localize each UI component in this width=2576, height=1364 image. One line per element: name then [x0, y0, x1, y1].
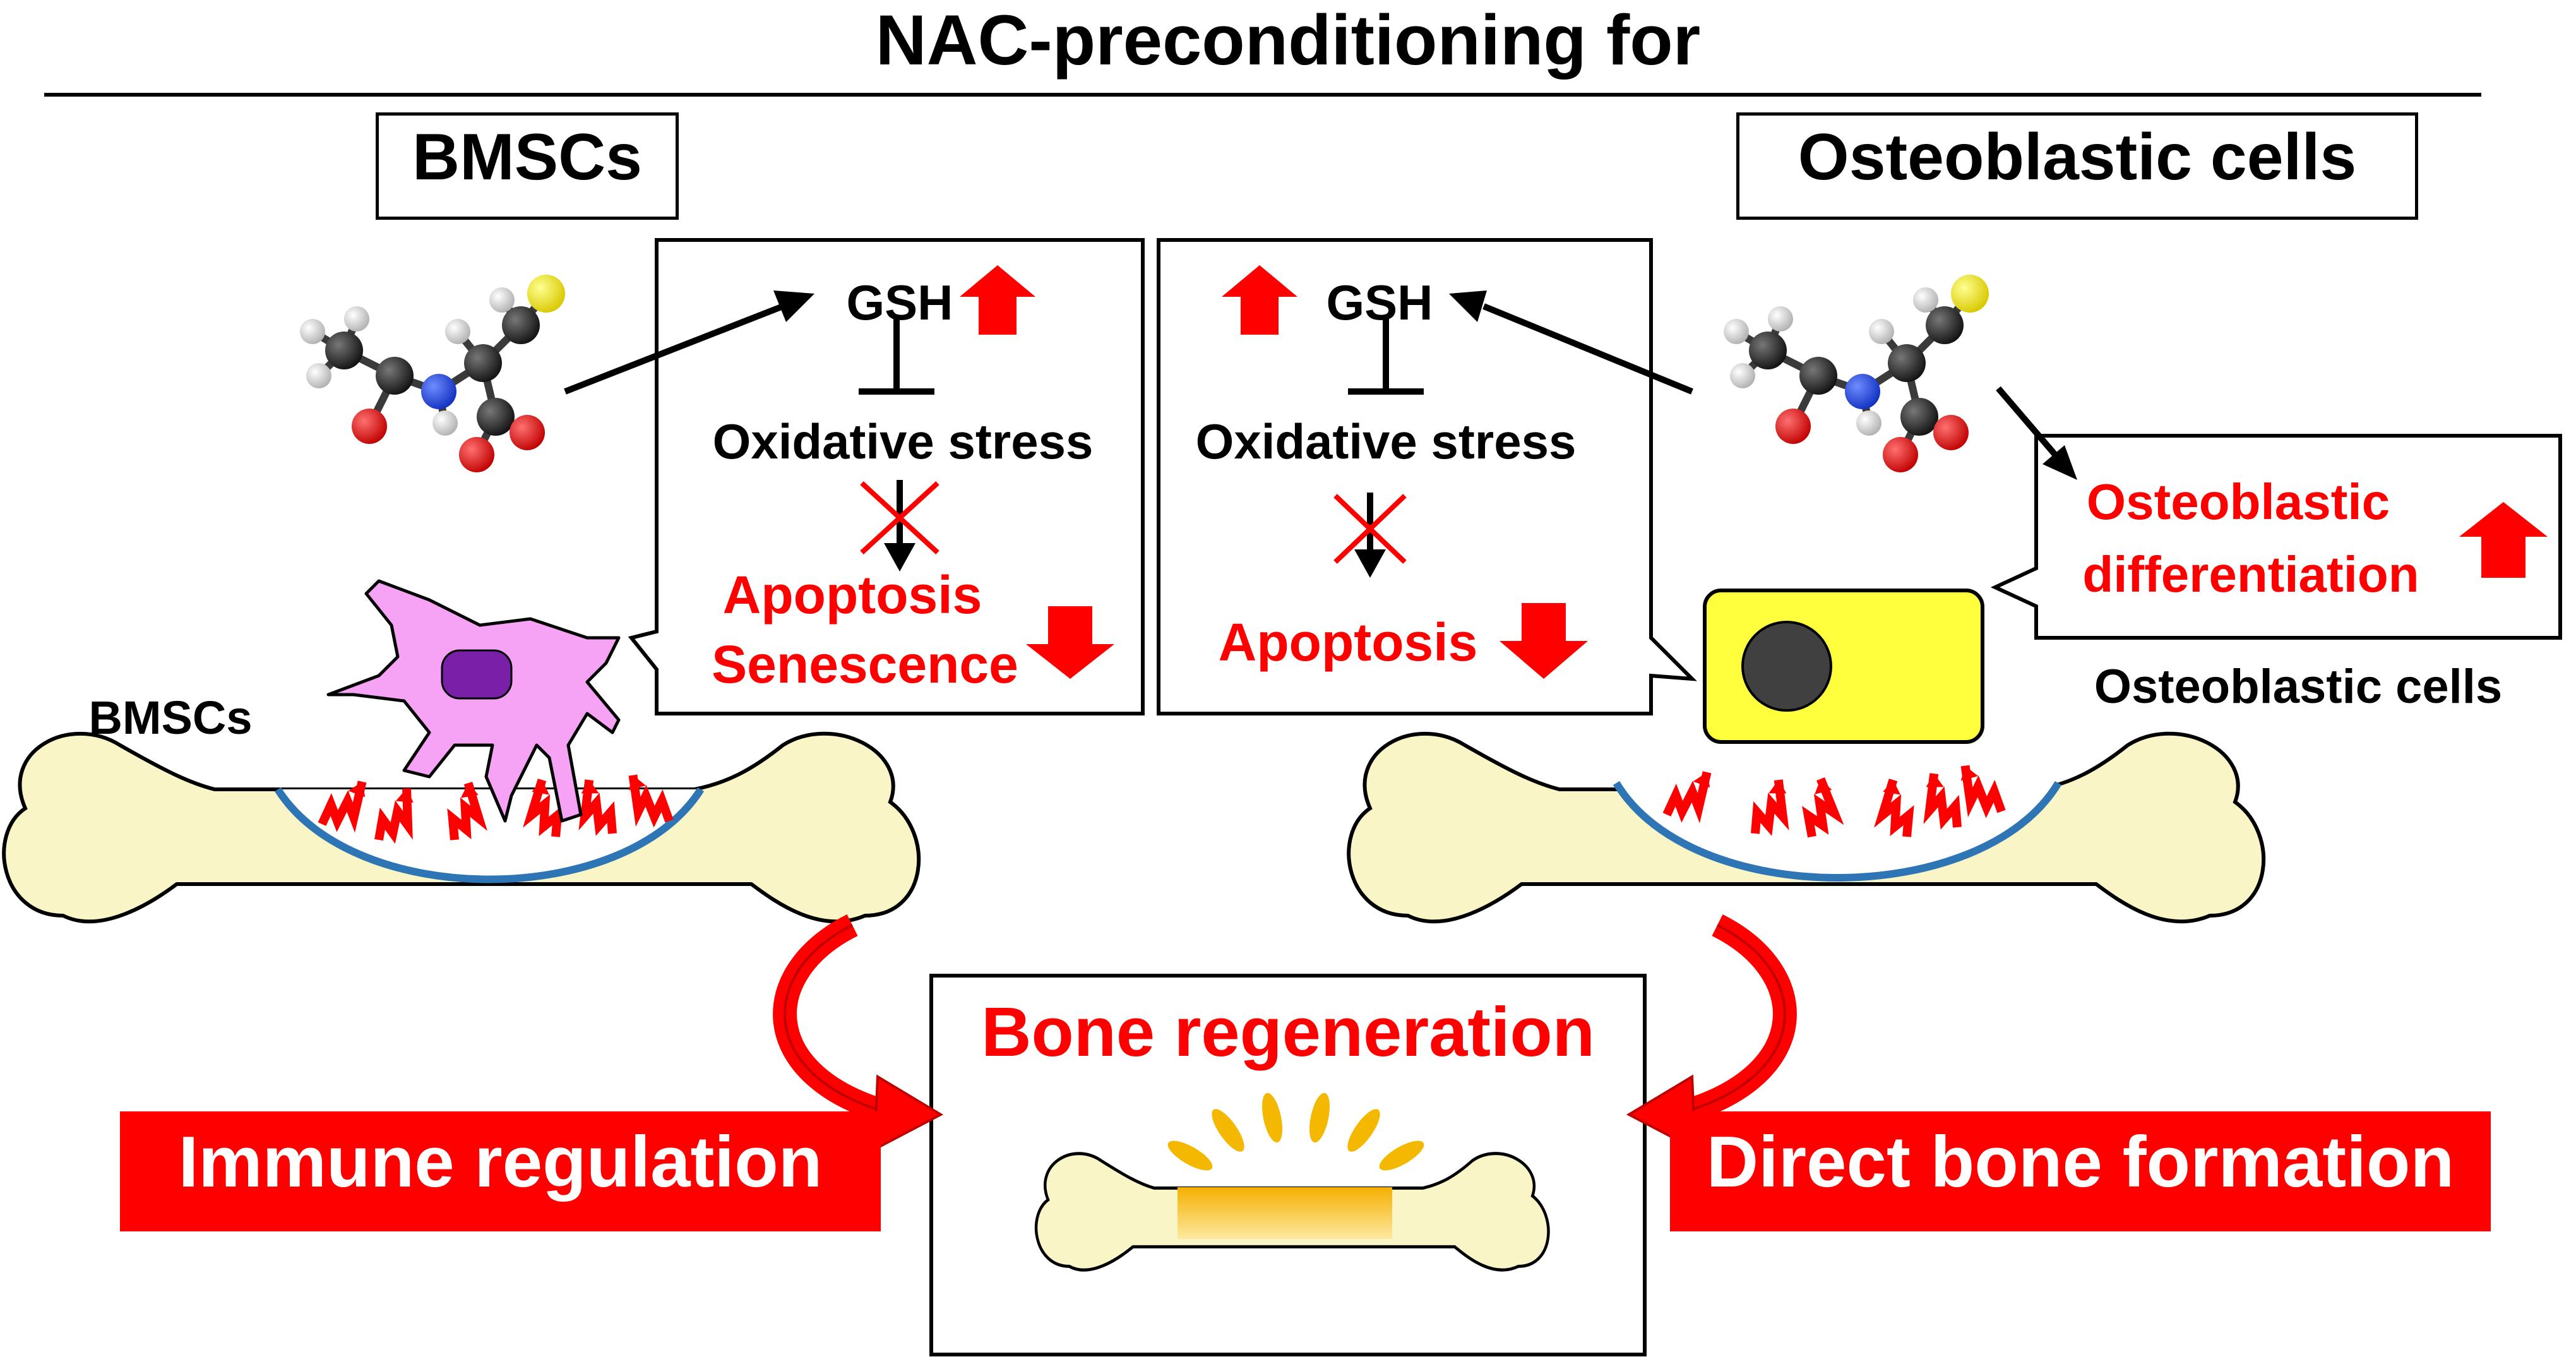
left-header-box: BMSCs	[376, 112, 679, 220]
bmsc-nucleus	[441, 649, 513, 700]
diagram-title: NAC-preconditioning for	[875, 1, 1701, 80]
left-panel-blocked-arrow	[860, 480, 939, 571]
left-gsh-up-arrow	[960, 265, 1035, 335]
differentiation-line-1: Osteoblastic	[2086, 474, 2390, 530]
left-nac-to-gsh-arrow	[564, 290, 814, 395]
left-bone-defect-edge	[274, 787, 705, 883]
right-apoptosis-label: Apoptosis	[1218, 613, 1478, 672]
osteoblast-nucleus	[1741, 621, 1832, 712]
right-mechanism-panel	[1157, 238, 1697, 715]
right-gsh-up-arrow	[1222, 265, 1297, 335]
right-oxidative-stress-label: Oxidative stress	[1195, 414, 1577, 469]
differentiation-up-arrow	[2459, 502, 2548, 578]
left-header: BMSCs	[412, 121, 643, 194]
right-header: Osteoblastic cells	[1798, 121, 2357, 194]
right-bone-defect-edge	[1613, 781, 2062, 882]
regeneration-glow	[1167, 1092, 1424, 1171]
immune-regulation-banner: Immune regulation	[120, 1111, 881, 1231]
right-nac-molecule	[1724, 275, 1989, 472]
left-nac-molecule	[300, 275, 565, 472]
left-apoptosis-label: Apoptosis	[722, 565, 982, 625]
right-gsh-label: GSH	[1326, 275, 1433, 330]
differentiation-line-2: differentiation	[2082, 546, 2419, 602]
bmsc-cell	[326, 579, 621, 823]
right-apoptosis-down-arrow	[1500, 603, 1588, 679]
left-mechanism-panel	[628, 238, 1145, 715]
nac-to-differentiation-arrow	[1996, 386, 2077, 480]
osteoblast-cell-label: Osteoblastic cells	[2094, 660, 2503, 714]
osteoblast-cell	[1703, 589, 1984, 744]
differentiation-panel	[1990, 434, 2562, 640]
direct-bone-formation-banner: Direct bone formation	[1670, 1111, 2491, 1231]
left-apoptosis-down-arrow	[1026, 606, 1114, 679]
left-gsh-label: GSH	[846, 275, 953, 330]
right-nac-to-gsh-arrow	[1449, 290, 1693, 395]
right-panel-blocked-arrow	[1333, 493, 1407, 578]
bone-regeneration-title: Bone regeneration	[981, 993, 1595, 1071]
right-bone-defect	[1616, 783, 2058, 878]
left-oxidative-stress-label: Oxidative stress	[712, 414, 1094, 469]
left-senescence-label: Senescence	[712, 635, 1018, 694]
right-panel-inhibit	[1348, 319, 1424, 395]
right-header-box: Osteoblastic cells	[1736, 112, 2418, 220]
left-panel-inhibit	[859, 319, 934, 395]
regeneration-zone	[1178, 1187, 1392, 1239]
bmsc-cell-label: BMSCs	[88, 691, 253, 744]
